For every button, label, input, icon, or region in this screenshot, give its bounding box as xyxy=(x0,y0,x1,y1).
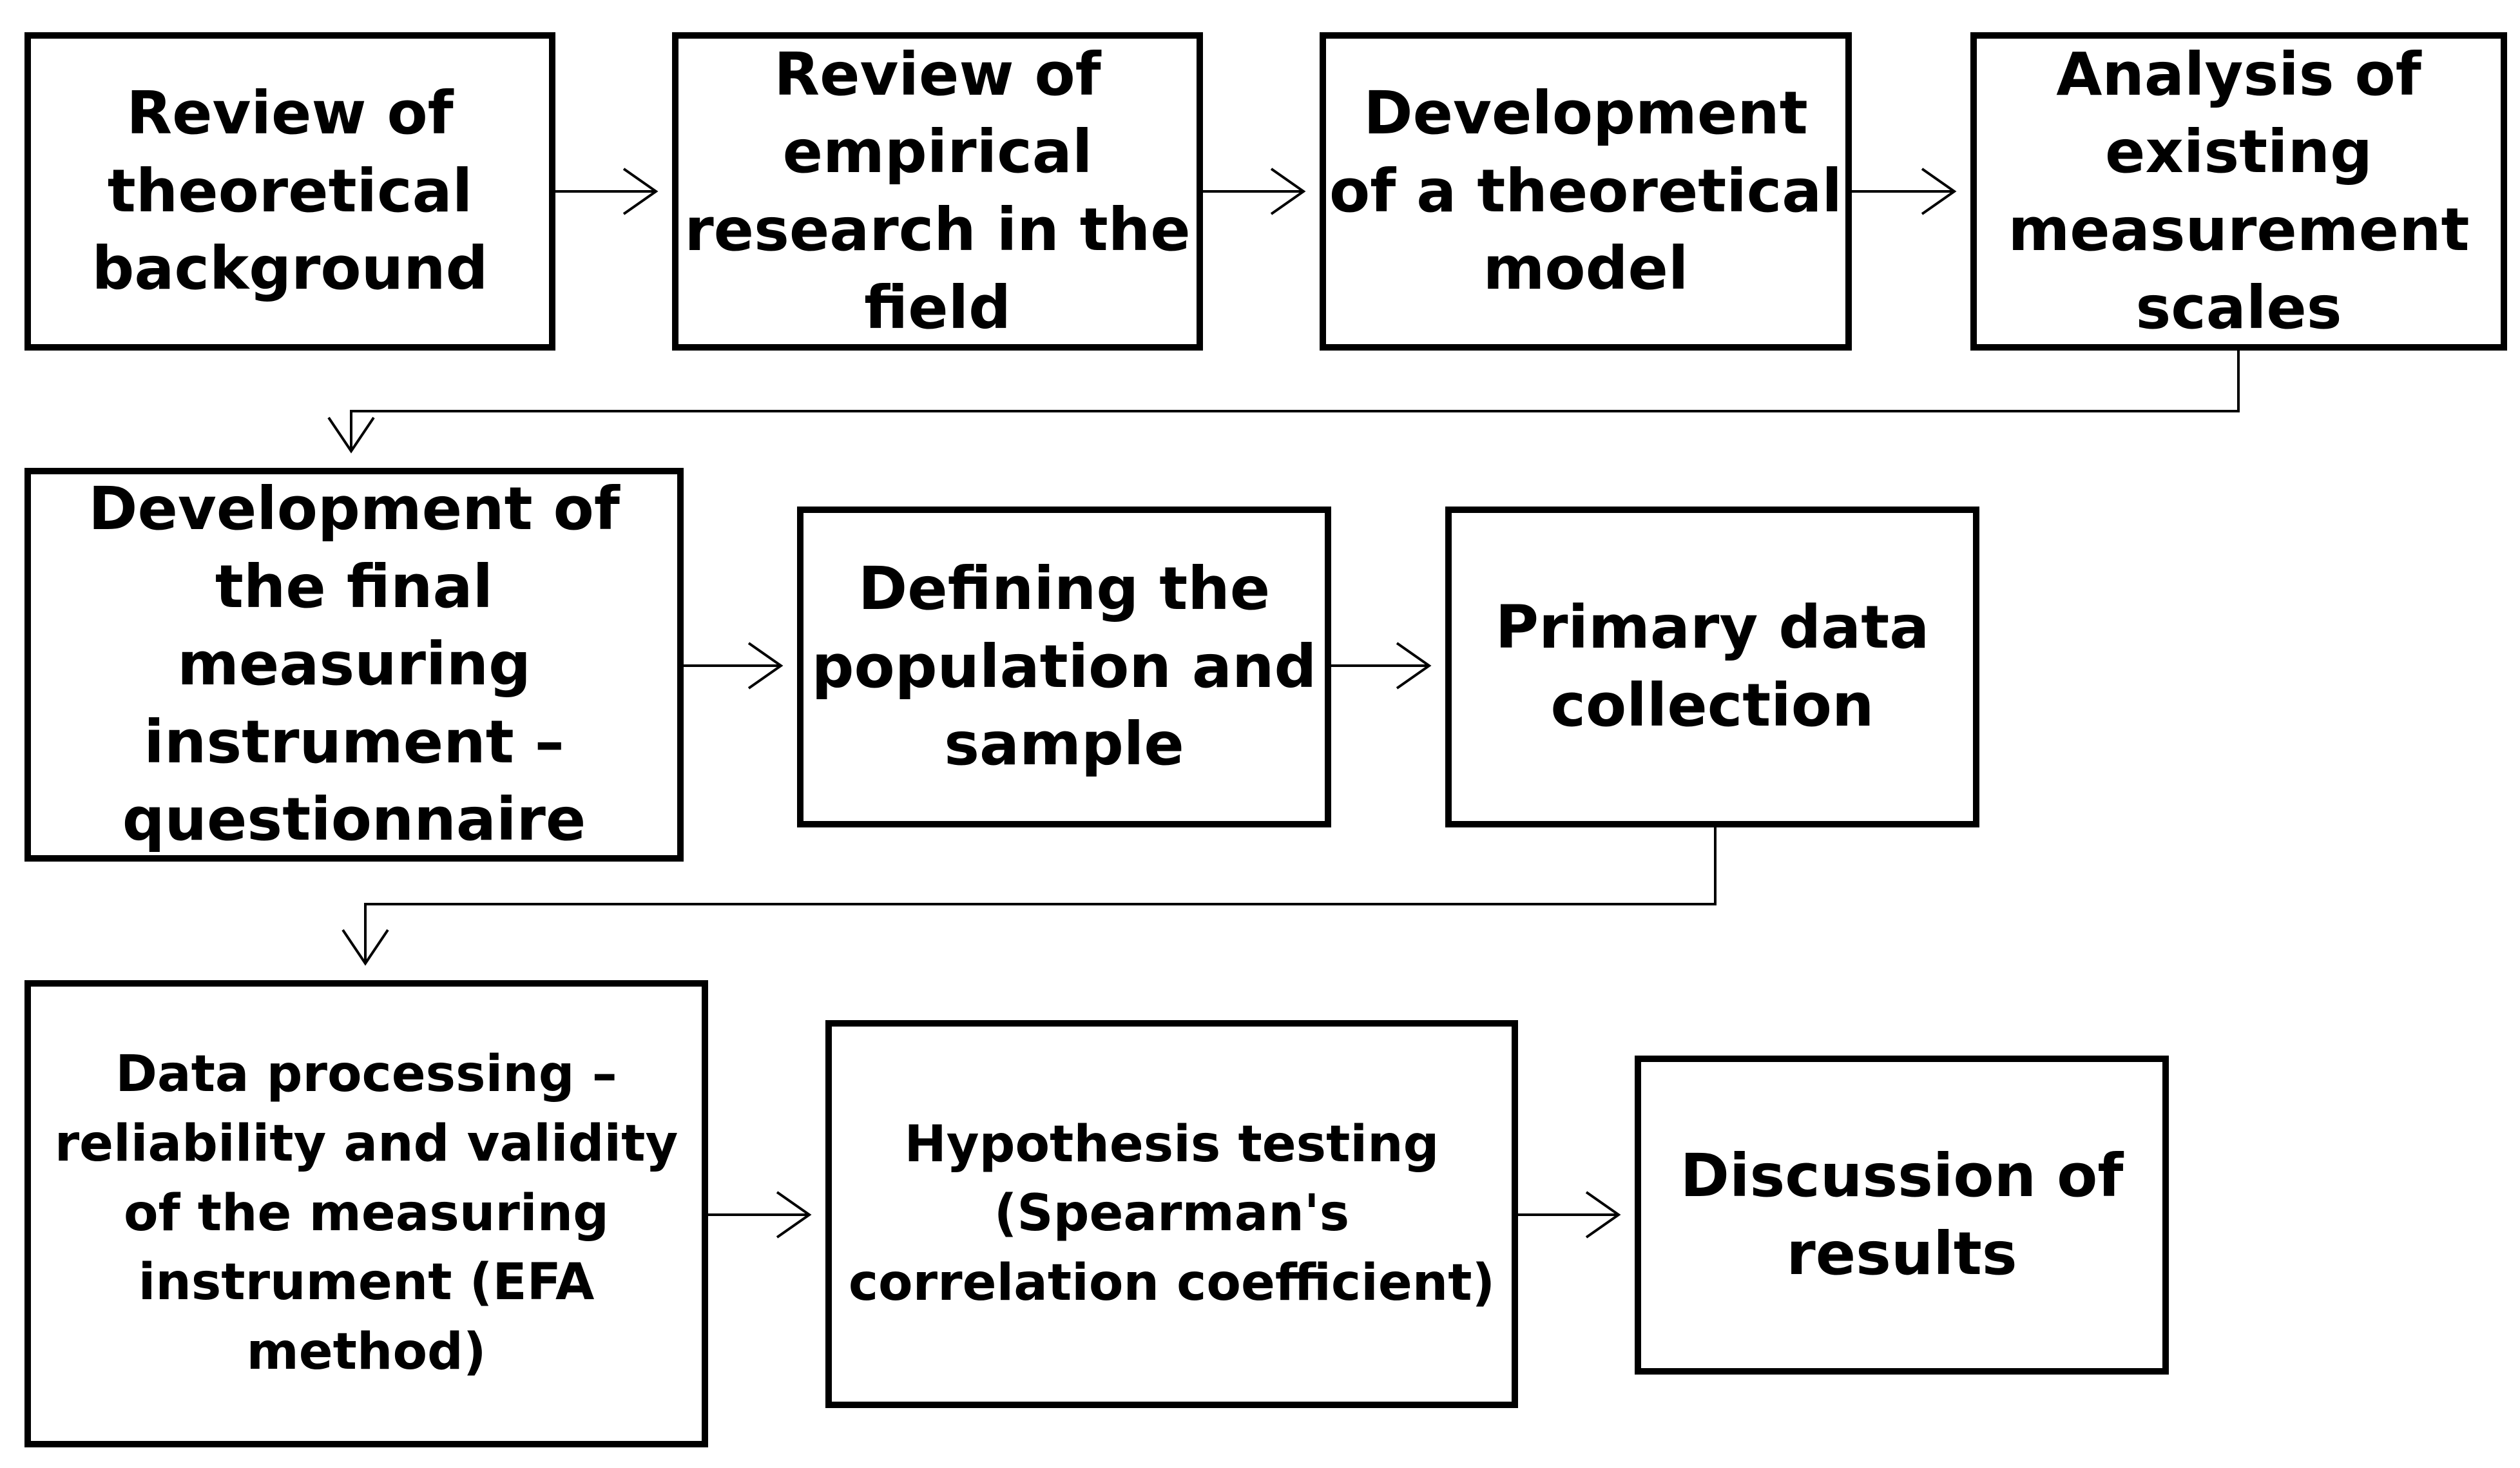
step-label: Development of the final measuring instr… xyxy=(88,474,620,855)
step-development-theoretical-model: Development of a theoretical model xyxy=(1320,32,1852,351)
step-label: Review of empirical research in the fiel… xyxy=(684,39,1191,342)
arrowhead-6-to-7 xyxy=(1396,642,1432,690)
step-label: Data processing – reliability and validi… xyxy=(54,1045,678,1381)
step-primary-data-collection: Primary data collection xyxy=(1445,507,1979,827)
step-defining-population-sample: Defining the population and sample xyxy=(797,507,1331,827)
arrowhead-5-to-6 xyxy=(747,642,784,690)
step-development-final-instrument: Development of the final measuring instr… xyxy=(24,468,684,862)
step-label: Development of a theoretical model xyxy=(1329,79,1842,304)
step-review-empirical-research: Review of empirical research in the fiel… xyxy=(672,32,1203,351)
arrowhead-7-to-8 xyxy=(341,929,389,966)
arrowhead-2-to-3 xyxy=(1270,168,1306,215)
connector-4-to-5 xyxy=(350,351,2240,451)
step-label: Defining the population and sample xyxy=(811,554,1317,779)
step-label: Review of theoretical background xyxy=(91,79,488,304)
step-data-processing: Data processing – reliability and validi… xyxy=(24,980,708,1447)
arrowhead-3-to-4 xyxy=(1921,168,1957,215)
arrowhead-1-to-2 xyxy=(622,168,659,215)
step-review-theoretical-background: Review of theoretical background xyxy=(24,32,555,351)
step-label: Analysis of existing measurement scales xyxy=(2008,39,2470,342)
step-label: Primary data collection xyxy=(1495,593,1930,740)
step-hypothesis-testing: Hypothesis testing (Spearman's correlati… xyxy=(825,1020,1518,1408)
arrowhead-4-to-5 xyxy=(327,416,375,454)
step-label: Discussion of results xyxy=(1680,1141,2124,1288)
arrowhead-9-to-10 xyxy=(1585,1191,1621,1239)
step-discussion-results: Discussion of results xyxy=(1635,1056,2169,1375)
arrowhead-8-to-9 xyxy=(776,1191,812,1239)
connector-7-to-8 xyxy=(364,827,1717,963)
step-label: Hypothesis testing (Spearman's correlati… xyxy=(848,1115,1496,1312)
step-analysis-existing-scales: Analysis of existing measurement scales xyxy=(1970,32,2507,351)
